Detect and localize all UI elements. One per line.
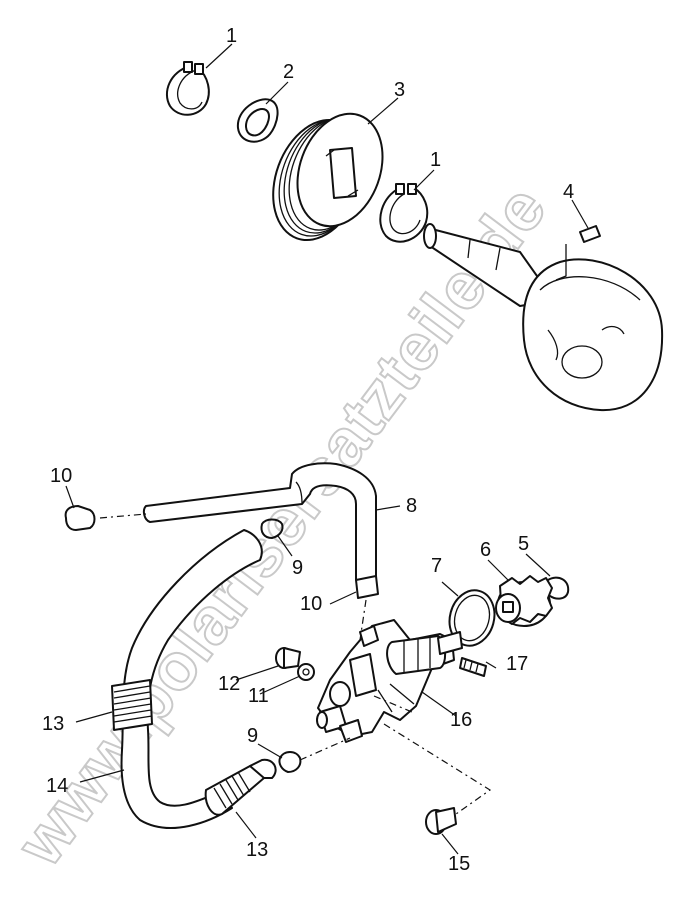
callout-11: 11 xyxy=(248,685,269,707)
part-6-gear xyxy=(495,575,553,627)
callout-15: 15 xyxy=(448,853,470,875)
callout-5: 5 xyxy=(518,533,529,555)
assembly-lines xyxy=(99,513,492,815)
shaft-and-cover xyxy=(423,223,664,412)
part-9-clamp-lower xyxy=(278,751,302,773)
callout-12: 12 xyxy=(218,673,240,695)
part-17-bolt xyxy=(459,657,487,677)
callout-7: 7 xyxy=(431,555,442,577)
part-12-screw xyxy=(275,647,301,669)
callout-1-lower: 1 xyxy=(430,149,441,171)
callout-13-upper: 13 xyxy=(42,713,64,735)
part-1-circlip-upper xyxy=(165,61,210,116)
callout-3: 3 xyxy=(394,79,405,101)
callout-labels: 1 2 3 1 4 10 8 9 7 6 5 10 17 12 11 13 16… xyxy=(42,25,574,875)
part-16-oil-pump xyxy=(316,619,463,743)
part-1-circlip-lower xyxy=(379,183,429,243)
callout-1-upper: 1 xyxy=(226,25,237,47)
callout-14: 14 xyxy=(46,775,68,797)
part-2-bushing xyxy=(236,98,279,143)
part-9-clamp-upper xyxy=(260,518,284,539)
callout-10-upper: 10 xyxy=(50,465,72,487)
leader-lines xyxy=(65,43,589,855)
part-13-hose-clamp-lower xyxy=(204,758,277,816)
callout-10-lower: 10 xyxy=(300,593,322,615)
part-5-clip xyxy=(547,576,570,600)
part-8-oil-line xyxy=(142,462,377,581)
callout-4: 4 xyxy=(563,181,574,203)
part-15-screw xyxy=(425,807,457,835)
callout-9-upper: 9 xyxy=(292,557,303,579)
part-4-pin xyxy=(579,225,601,243)
callout-17: 17 xyxy=(506,653,528,675)
part-11-washer xyxy=(297,663,315,681)
callout-9-lower: 9 xyxy=(247,725,258,747)
callout-8: 8 xyxy=(406,495,417,517)
part-10-hose-cap-lower xyxy=(355,575,379,599)
part-13-hose-clamp-upper xyxy=(111,679,153,731)
callout-16: 16 xyxy=(450,709,472,731)
part-3-pulley xyxy=(272,112,384,242)
callout-2: 2 xyxy=(283,61,294,83)
callout-6: 6 xyxy=(480,539,491,561)
part-10-hose-cap-upper xyxy=(64,505,96,531)
part-7-o-ring xyxy=(448,589,496,647)
callout-13-lower: 13 xyxy=(246,839,268,861)
